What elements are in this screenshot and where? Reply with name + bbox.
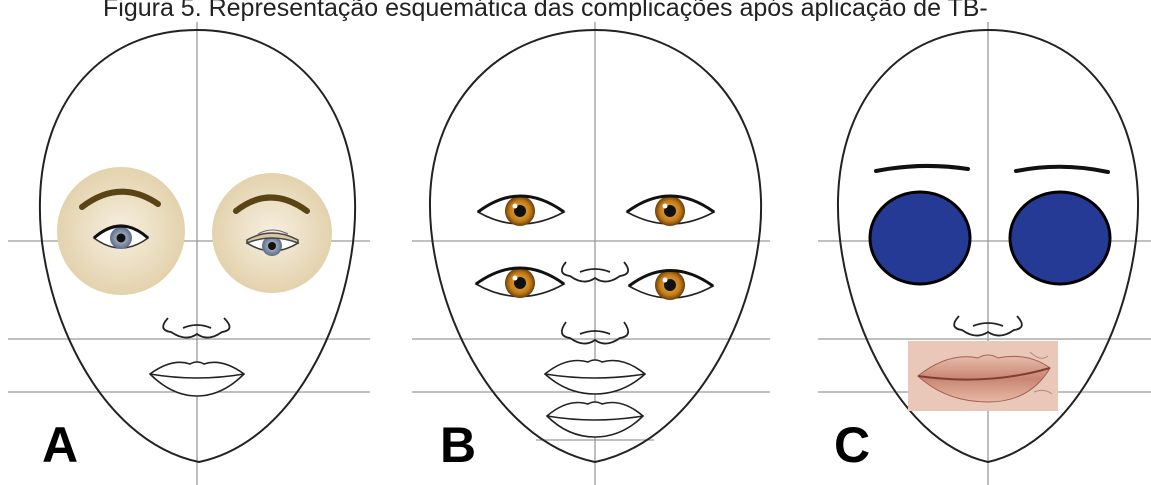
eye-right-a-ptosis xyxy=(212,173,332,293)
eye-cover-right-c xyxy=(1010,192,1110,284)
eye-lower-left-b xyxy=(476,268,564,298)
panel-label-c: C xyxy=(834,420,870,470)
lips-photo-c xyxy=(908,341,1058,411)
panel-c xyxy=(818,22,1151,485)
eye-upper-right-b xyxy=(627,196,714,226)
eye-upper-left-b xyxy=(478,196,564,226)
lips-icon xyxy=(150,362,244,396)
eye-cover-left-c xyxy=(870,192,970,284)
nose-icon xyxy=(163,318,229,338)
panel-label-b: B xyxy=(440,420,476,470)
panel-a xyxy=(8,22,370,485)
eyebrow-left-c xyxy=(876,166,968,171)
panel-b xyxy=(412,22,770,485)
lips-upper-icon xyxy=(545,360,645,394)
pupil-icon xyxy=(117,234,126,243)
panel-label-a: A xyxy=(42,420,78,470)
eyebrow-right-c xyxy=(1016,167,1108,172)
eye-left-a xyxy=(57,167,185,295)
lips-lower-icon xyxy=(547,402,643,437)
eye-lower-right-b xyxy=(629,270,713,300)
